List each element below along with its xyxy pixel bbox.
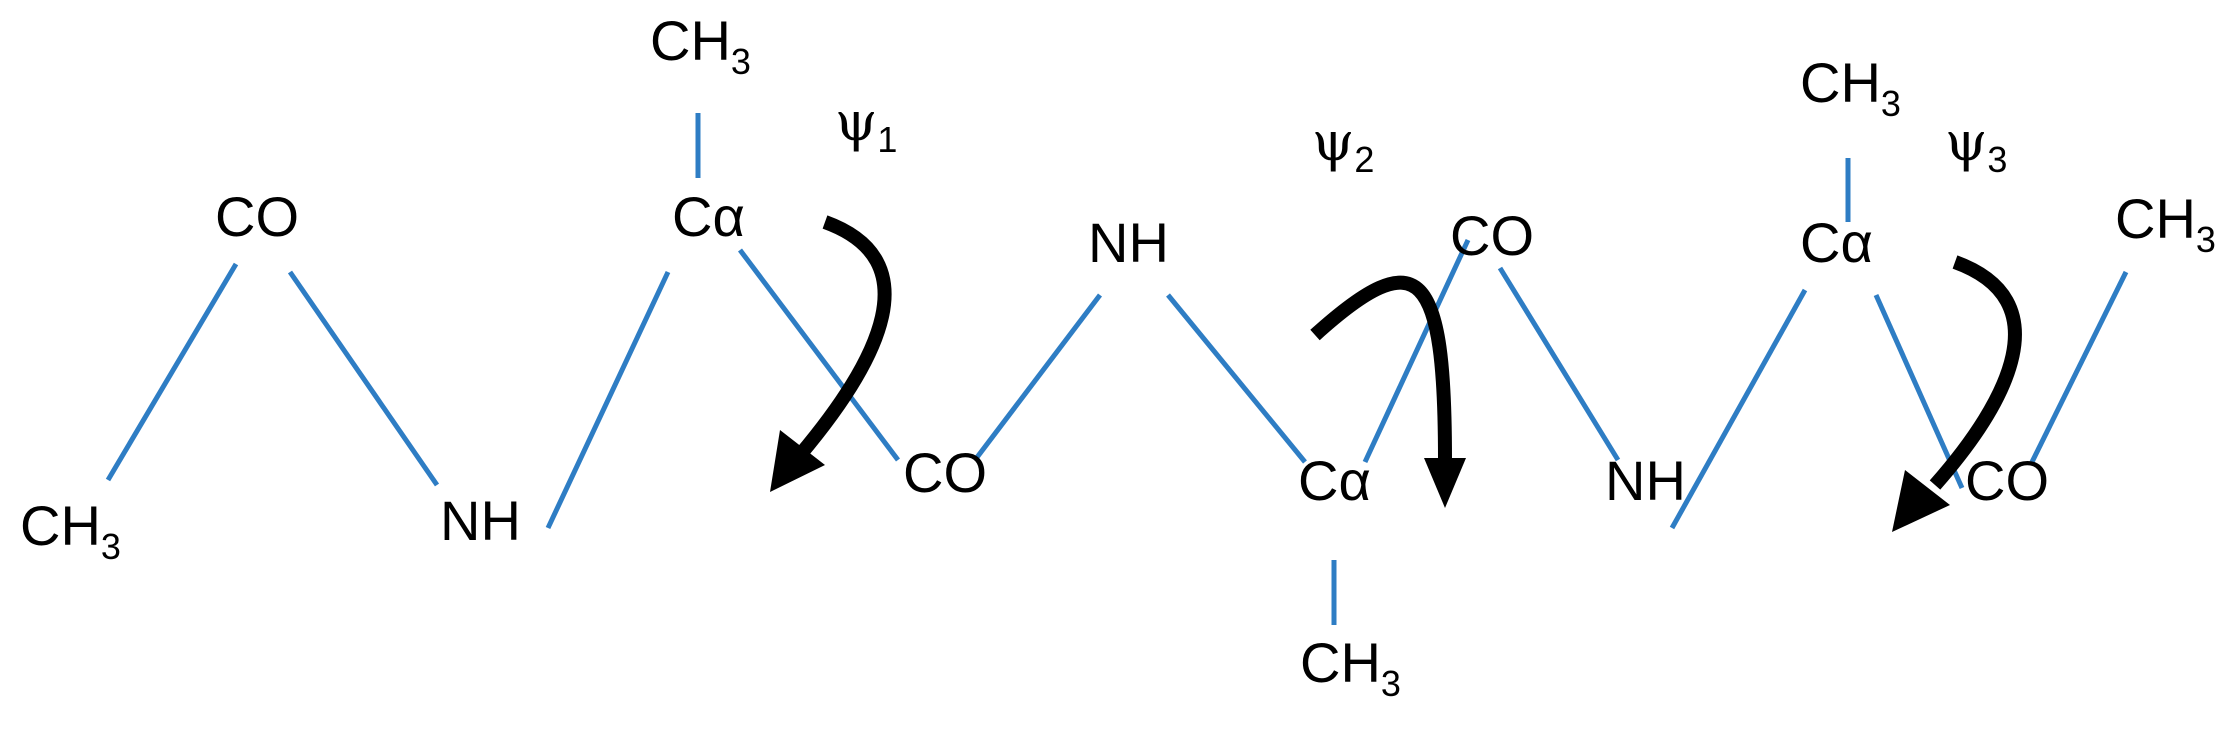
atom-nh-2: NH	[1088, 211, 1169, 274]
psi3-rotation-arrow	[1892, 255, 2022, 532]
atom-ca-3: Cα	[1800, 211, 1873, 274]
bond-co-nh	[287, 270, 440, 487]
psi2-label: ψ2	[1312, 110, 1374, 180]
bond-co-ch3-end	[2029, 270, 2129, 464]
psi3-label: ψ3	[1945, 110, 2007, 180]
atom-ch3-n-terminus: CH3	[20, 494, 121, 567]
psi1-label: ψ1	[835, 90, 897, 160]
torsion-arrows	[770, 215, 2022, 532]
psi2-rotation-arrow	[1310, 275, 1466, 508]
atom-co-1: CO	[215, 185, 299, 248]
bond-ca1-co	[738, 248, 900, 462]
atom-ch3-side-3: CH3	[1800, 51, 1901, 124]
atom-ch3-c-terminus: CH3	[2115, 187, 2216, 260]
bond-ca2-co	[1362, 238, 1471, 464]
bond-ch3-co	[105, 262, 239, 482]
bond-co-nh2	[973, 293, 1102, 462]
bond-nh-ca1	[545, 270, 671, 530]
atom-labels: CH3 CO NH Cα CH3 CO NH Cα CH3 CO NH Cα C…	[20, 9, 2216, 704]
atom-ch3-side-2: CH3	[1300, 631, 1401, 704]
torsion-labels: ψ1 ψ2 ψ3	[835, 90, 2007, 180]
atom-co-2: CO	[903, 441, 987, 504]
bond-ca3-co	[1873, 293, 1965, 490]
atom-ca-2: Cα	[1298, 449, 1371, 512]
atom-ch3-side-1: CH3	[650, 9, 751, 82]
bond-co-nh3	[1497, 266, 1621, 462]
bond-nh2-ca2	[1166, 293, 1307, 464]
psi1-rotation-arrow	[770, 215, 892, 492]
atom-co-3: CO	[1450, 204, 1534, 267]
bonds	[105, 113, 2129, 625]
atom-nh-1: NH	[440, 489, 521, 552]
atom-ca-1: Cα	[672, 185, 745, 248]
bond-nh3-ca3	[1669, 288, 1808, 530]
atom-co-4: CO	[1965, 449, 2049, 512]
atom-nh-3: NH	[1605, 449, 1686, 512]
